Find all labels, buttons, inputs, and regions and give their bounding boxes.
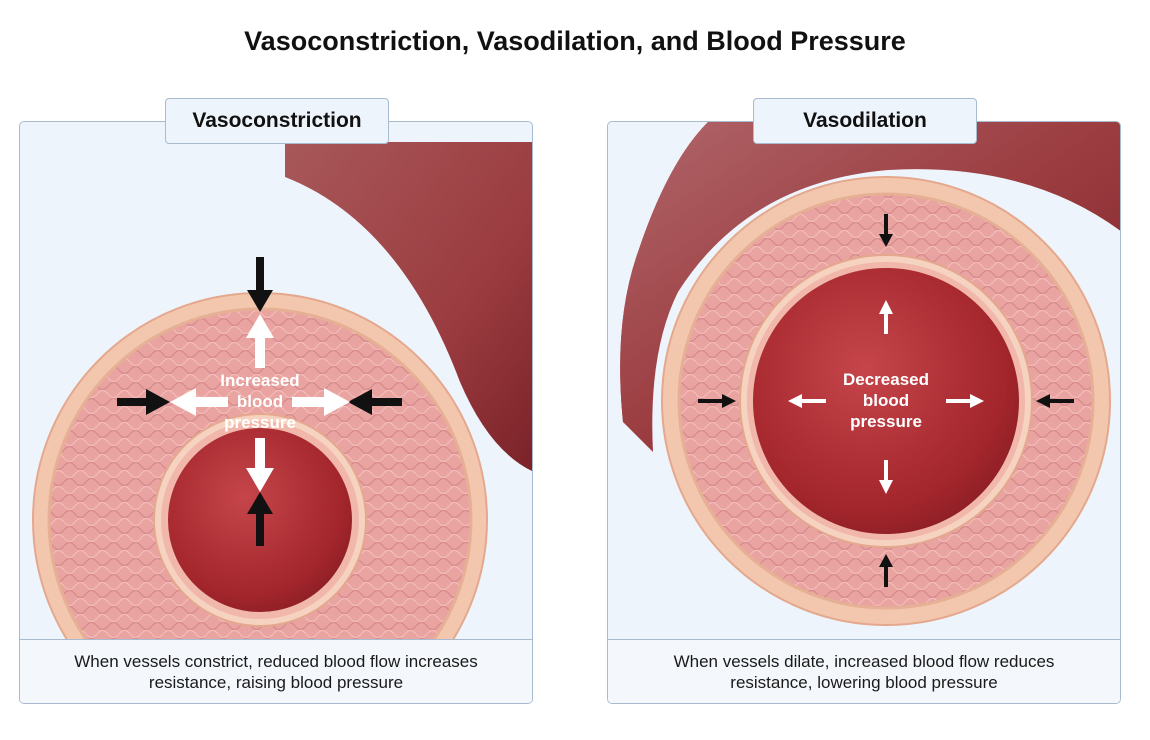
vasoconstriction-caption: When vessels constrict, reduced blood fl… [20,639,532,703]
pressure-arrows [788,300,984,494]
compression-arrows [698,214,1074,587]
lumen-label-line1: Decreased [843,370,929,389]
vasodilation-panel: Decreased blood pressure When vessels di… [607,121,1121,704]
constricted-vessel-illustration: Increased blood pressure [32,142,532,641]
lumen-label-line3: pressure [850,412,922,431]
lumen-label-line2: blood [863,391,909,410]
vessel-tube [285,142,532,471]
vasoconstriction-tab-label: Vasoconstriction [165,98,389,144]
pressure-arrows [170,314,350,492]
vasodilation-tab-label: Vasodilation [753,98,977,144]
vasodilation-caption: When vessels dilate, increased blood flo… [608,639,1120,703]
lumen-label-line2: blood [237,392,283,411]
vasoconstriction-panel: Increased blood pressure When vessels co… [19,121,533,704]
lumen-label-line1: Increased [220,371,299,390]
diagram-title: Vasoconstriction, Vasodilation, and Bloo… [244,26,906,56]
compression-arrows [117,257,402,546]
lumen-label-line3: pressure [224,413,296,432]
dilated-vessel-illustration: Decreased blood pressure [620,122,1120,626]
lumen [753,268,1019,534]
